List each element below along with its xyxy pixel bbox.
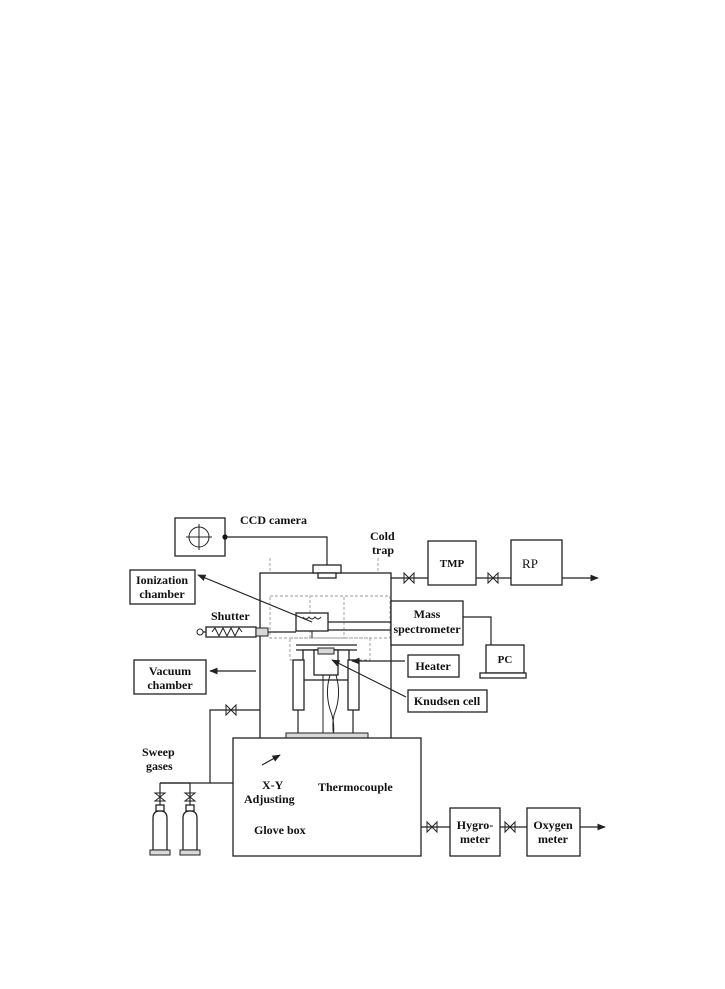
tmp-label: TMP <box>440 558 465 570</box>
ionization-chamber-label-1: Ionization <box>136 573 188 587</box>
rp-box <box>510 539 563 586</box>
xy-label-2: Adjusting <box>244 792 295 806</box>
ionization-arrow <box>197 574 313 623</box>
thermocouple-label: Thermocouple <box>318 780 393 794</box>
shutter-label: Shutter <box>211 609 250 623</box>
glove-box-label: Glove box <box>254 823 306 837</box>
glove-box <box>232 737 422 857</box>
valve-tmp <box>403 571 415 585</box>
oxygen-meter-label-2: meter <box>538 832 569 846</box>
mass-spectrometer-box <box>390 600 464 646</box>
gas-cylinder-2 <box>179 783 201 856</box>
gas-cylinder-1 <box>149 783 171 856</box>
ionization-chamber-label-2: chamber <box>139 587 185 601</box>
valve-rp <box>487 571 499 585</box>
ccd-camera <box>174 517 328 565</box>
vacuum-chamber-label-2: chamber <box>147 678 193 692</box>
cold-trap-label-1: Cold <box>370 529 395 543</box>
tmp-box <box>427 540 477 586</box>
rp-label: RP <box>522 556 538 571</box>
valve-sweep-chamber <box>225 703 237 717</box>
sweep-gases-label-1: Sweep <box>142 745 175 759</box>
shutter <box>196 626 296 638</box>
sweep-gases-label-2: gases <box>146 759 173 773</box>
pc-label: PC <box>498 654 513 666</box>
xy-adjust-arrow <box>261 754 281 766</box>
xy-label-1: X-Y <box>262 778 284 792</box>
mass-spectrometer-label-1: Mass <box>414 607 441 621</box>
oxygen-meter-label-1: Oxygen <box>533 818 573 832</box>
viewport-window <box>312 564 342 579</box>
mass-spectrometer-label-2: spectrometer <box>393 622 461 636</box>
ionization-chamber-box <box>129 569 196 605</box>
pc-computer <box>479 644 527 679</box>
heater-box <box>407 654 460 678</box>
knudsen-cell-arrow <box>331 659 407 698</box>
valve-hygrometer <box>426 820 438 834</box>
ccd-camera-label: CCD camera <box>240 513 307 527</box>
vacuum-chamber-box <box>133 659 207 695</box>
pc-cable <box>463 616 492 645</box>
hygrometer-label-2: meter <box>460 832 491 846</box>
hygrometer-label-1: Hygro- <box>457 818 493 832</box>
valve-oxygen <box>504 820 516 834</box>
oxygen-meter-box <box>526 807 581 857</box>
knudsen-cell-label: Knudsen cell <box>414 694 481 708</box>
cold-trap-label-2: trap <box>372 543 394 557</box>
knudsen-cell-box <box>407 689 488 713</box>
vacuum-chamber-label-1: Vacuum <box>149 664 191 678</box>
hygrometer-box <box>449 807 501 857</box>
heater-label: Heater <box>415 659 451 673</box>
